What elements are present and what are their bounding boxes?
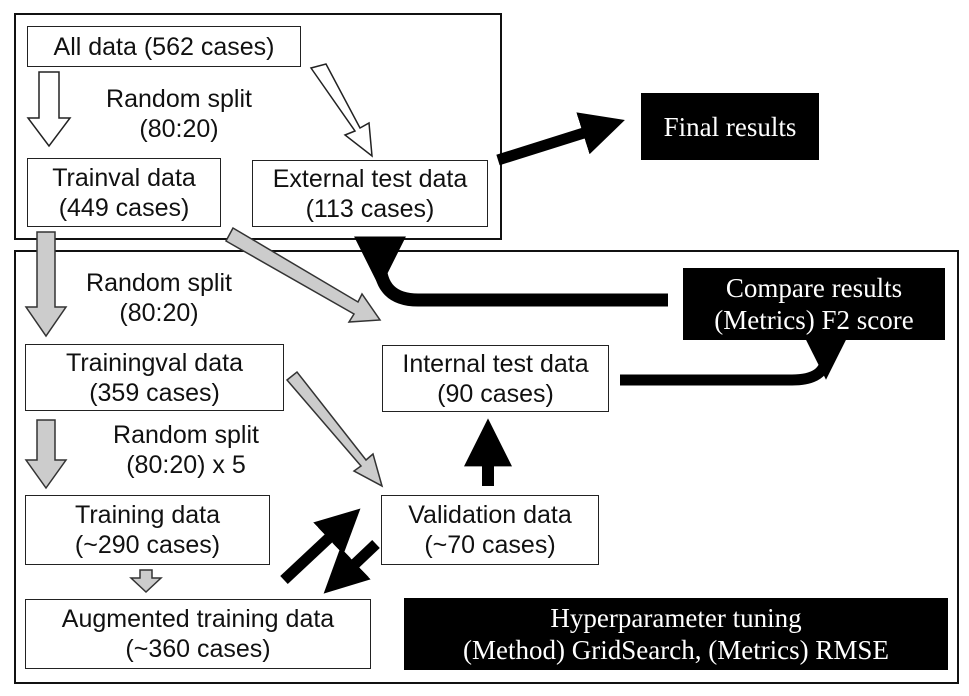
arrow-external-to-final	[496, 112, 625, 166]
random-split-label-1-ratio: (80:20)	[139, 115, 219, 143]
trainval-data-count: (449 cases)	[58, 193, 190, 222]
hyperparameter-tuning-title: Hyperparameter tuning	[550, 603, 802, 633]
model-training-frame	[14, 250, 959, 684]
external-test-data-count: (113 cases)	[305, 194, 435, 223]
arrow-augmented-to-validation	[280, 508, 361, 585]
validation-data-box: Validation data (~70 cases)	[381, 495, 599, 565]
random-split-label-2-ratio: (80:20)	[119, 299, 199, 327]
augmented-training-data-box: Augmented training data (~360 cases)	[25, 599, 371, 669]
validation-data-count: (~70 cases)	[424, 531, 556, 559]
trainval-data-title: Trainval data	[52, 163, 196, 192]
arrow-training-to-augmented	[129, 569, 163, 594]
compare-results-box: Compare results (Metrics) F2 score	[683, 268, 945, 340]
external-test-data-title: External test data	[272, 164, 468, 193]
all-data-box: All data (562 cases)	[27, 26, 301, 67]
random-split-label-2-title: Random split	[86, 269, 232, 297]
hyperparameter-tuning-box: Hyperparameter tuning (Method) GridSearc…	[404, 598, 948, 670]
internal-test-data-title: Internal test data	[402, 349, 589, 378]
arrow-validation-to-augmented	[323, 540, 380, 594]
validation-data-title: Validation data	[408, 501, 572, 529]
trainingval-data-count: (359 cases)	[89, 378, 220, 407]
arrow-all-to-trainval	[26, 71, 72, 148]
compare-results-metric: (Metrics) F2 score	[714, 305, 914, 335]
random-split-label-3-title: Random split	[113, 421, 259, 449]
trainingval-data-box: Trainingval data (359 cases)	[25, 344, 284, 411]
arrow-trainval-to-trainingval	[24, 231, 68, 338]
random-split-label-1: Random split (80:20)	[84, 84, 274, 144]
random-split-label-3: Random split (80:20) x 5	[86, 420, 286, 480]
final-results-text: Final results	[663, 111, 797, 142]
arrow-internal-to-compare	[620, 335, 848, 386]
trainval-data-box: Trainval data (449 cases)	[27, 158, 221, 227]
arrow-trainingval-to-training	[24, 419, 68, 490]
training-data-title: Training data	[75, 501, 220, 529]
data-split-frame	[14, 13, 502, 240]
arrow-compare-to-external	[354, 236, 668, 307]
trainingval-data-title: Trainingval data	[66, 348, 243, 377]
training-data-box: Training data (~290 cases)	[25, 495, 270, 565]
augmented-training-data-title: Augmented training data	[61, 605, 335, 633]
external-test-data-box: External test data (113 cases)	[252, 160, 488, 227]
arrow-all-to-external	[309, 63, 373, 158]
compare-results-title: Compare results	[725, 273, 903, 303]
internal-test-data-box: Internal test data (90 cases)	[382, 345, 609, 412]
all-data-text: All data (562 cases)	[53, 32, 275, 61]
random-split-label-3-ratio: (80:20) x 5	[126, 451, 246, 479]
internal-test-data-count: (90 cases)	[437, 379, 554, 408]
random-split-label-1-title: Random split	[106, 85, 252, 113]
final-results-box: Final results	[641, 93, 819, 160]
arrow-trainingval-to-validation	[285, 370, 384, 488]
random-split-label-2: Random split (80:20)	[64, 268, 254, 328]
arrow-trainval-to-internal	[224, 226, 382, 323]
training-data-count: (~290 cases)	[74, 531, 221, 559]
hyperparameter-tuning-method: (Method) GridSearch, (Metrics) RMSE	[463, 635, 889, 665]
augmented-training-data-count: (~360 cases)	[125, 635, 271, 663]
